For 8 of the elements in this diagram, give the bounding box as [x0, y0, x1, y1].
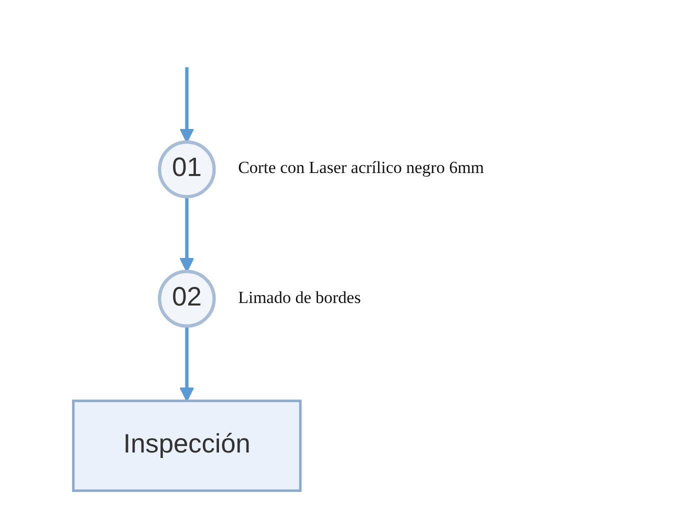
step-description: Limado de bordes: [238, 288, 361, 308]
arrow: [180, 326, 194, 402]
arrow: [180, 196, 194, 272]
process-circle: 01: [158, 140, 216, 198]
arrow: [180, 67, 194, 143]
inspection-box: Inspección: [72, 400, 302, 492]
step-description: Corte con Laser acrílico negro 6mm: [238, 158, 484, 178]
process-circle: 02: [158, 270, 216, 328]
